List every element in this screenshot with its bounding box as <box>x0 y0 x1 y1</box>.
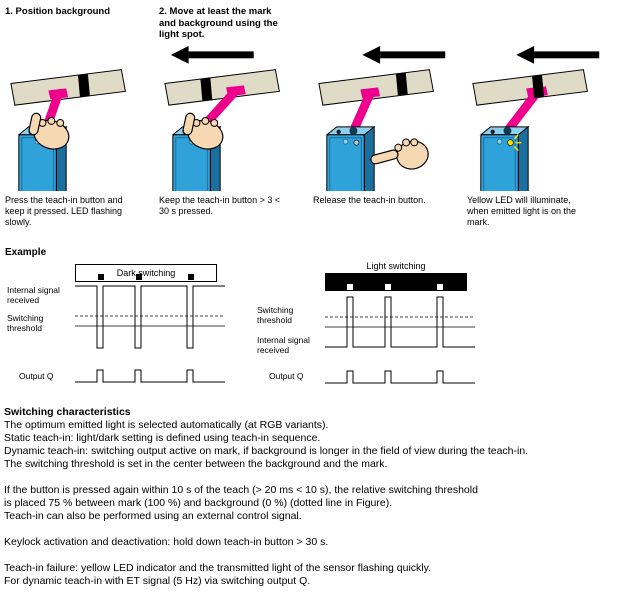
example-diagrams: Dark switching Internal signal received … <box>0 260 623 392</box>
output-q-label: Output Q <box>19 371 54 381</box>
mark <box>136 274 142 280</box>
step-3-column: Release the teach-in button. <box>313 6 467 237</box>
output-q-trace <box>325 370 475 384</box>
step-1-column: 1. Position background <box>5 6 159 237</box>
characteristics-line: For dynamic teach-in with ET signal (5 H… <box>4 575 311 587</box>
teach-in-steps-row: 1. Position background <box>0 0 623 237</box>
mark <box>385 284 391 290</box>
dark-switching-bar: Dark switching <box>75 264 217 282</box>
internal-signal-label: Internal signal received <box>257 335 310 355</box>
internal-signal-trace <box>75 285 225 349</box>
step-2-caption: Keep the teach-in button > 3 < 30 s pres… <box>159 195 281 216</box>
mark <box>347 284 353 290</box>
mark <box>188 274 194 280</box>
characteristics-line: The optimum emitted light is selected au… <box>4 419 329 431</box>
step-1-caption: Press the teach-in button and keep it pr… <box>5 195 123 227</box>
characteristics-line <box>4 549 623 562</box>
switching-threshold-label: Switching threshold <box>257 305 294 325</box>
characteristics-line <box>4 523 623 536</box>
led-indicator <box>353 139 360 146</box>
characteristics-line: Static teach-in: light/dark setting is d… <box>4 432 321 444</box>
background-strip <box>10 69 126 106</box>
move-left-arrow-icon <box>362 45 446 64</box>
light-spot <box>360 87 381 99</box>
step-2-column: 2. Move at least the mark and background… <box>159 6 313 237</box>
light-switching-waveforms <box>325 296 475 384</box>
step-1-illustration <box>10 69 126 191</box>
switching-threshold-label: Switching threshold <box>7 313 44 333</box>
internal-signal-label: Internal signal received <box>7 285 60 305</box>
teach-in-button <box>490 129 495 134</box>
yellow-led-indicator <box>507 134 522 152</box>
mark <box>437 284 443 290</box>
teach-in-button <box>336 129 341 134</box>
sensor <box>479 125 530 191</box>
example-label: Example <box>5 247 47 258</box>
light-beam <box>503 89 541 134</box>
dark-switching-waveforms <box>75 285 225 383</box>
step-1-heading: 1. Position background <box>5 6 111 17</box>
step-2-illustration <box>164 45 280 191</box>
light-switching-diagram: Light switching Switching threshold Inte… <box>255 260 555 392</box>
step-4-heading <box>467 6 621 43</box>
lens-icon <box>349 126 358 135</box>
hand-press-icon <box>28 112 70 150</box>
sensor <box>325 125 376 191</box>
output-q-trace <box>75 369 225 383</box>
move-left-arrow-icon <box>516 45 600 64</box>
switching-characteristics-section: Switching characteristics The optimum em… <box>4 406 623 588</box>
characteristics-line: Teach-in can also be performed using an … <box>4 510 302 522</box>
step-3-illustration <box>318 45 446 191</box>
characteristics-line: Dynamic teach-in: switching output activ… <box>4 445 529 457</box>
light-beam <box>349 91 375 133</box>
background-strip <box>164 69 280 106</box>
internal-signal-trace <box>325 296 475 348</box>
mark <box>98 274 104 280</box>
dark-switching-diagram: Dark switching Internal signal received … <box>5 260 255 392</box>
step-4-caption: Yellow LED will illuminate, when emitted… <box>467 195 577 227</box>
characteristics-line <box>4 471 623 484</box>
step-3-heading <box>313 6 467 43</box>
characteristics-line: If the button is pressed again within 10… <box>4 484 478 496</box>
mark <box>395 72 408 96</box>
characteristics-line: is placed 75 % between mark (100 %) and … <box>4 497 393 509</box>
switching-characteristics-heading: Switching characteristics <box>4 406 131 418</box>
background-strip <box>472 69 588 106</box>
light-switching-title: Light switching <box>366 261 426 271</box>
output-q-label: Output Q <box>269 371 304 381</box>
characteristics-line: The switching threshold is set in the ce… <box>4 458 388 470</box>
mark <box>78 73 90 98</box>
characteristics-line: Teach-in failure: yellow LED indicator a… <box>4 562 432 574</box>
hand-press-icon <box>182 112 224 150</box>
light-spot <box>48 88 69 100</box>
characteristics-line: Keylock activation and deactivation: hol… <box>4 536 329 548</box>
mark <box>200 77 213 102</box>
step-2-heading: 2. Move at least the mark and background… <box>159 6 278 40</box>
hand-point-icon <box>370 138 429 170</box>
light-spot <box>226 85 246 97</box>
lens-icon <box>503 126 512 135</box>
move-left-arrow-icon <box>170 45 254 64</box>
step-4-column: Yellow LED will illuminate, when emitted… <box>467 6 621 237</box>
dark-switching-title: Dark switching <box>116 268 176 278</box>
light-switching-bar <box>325 273 467 291</box>
mark <box>532 74 544 99</box>
background-strip <box>318 69 434 106</box>
step-4-illustration <box>472 45 600 191</box>
step-3-caption: Release the teach-in button. <box>313 195 426 205</box>
